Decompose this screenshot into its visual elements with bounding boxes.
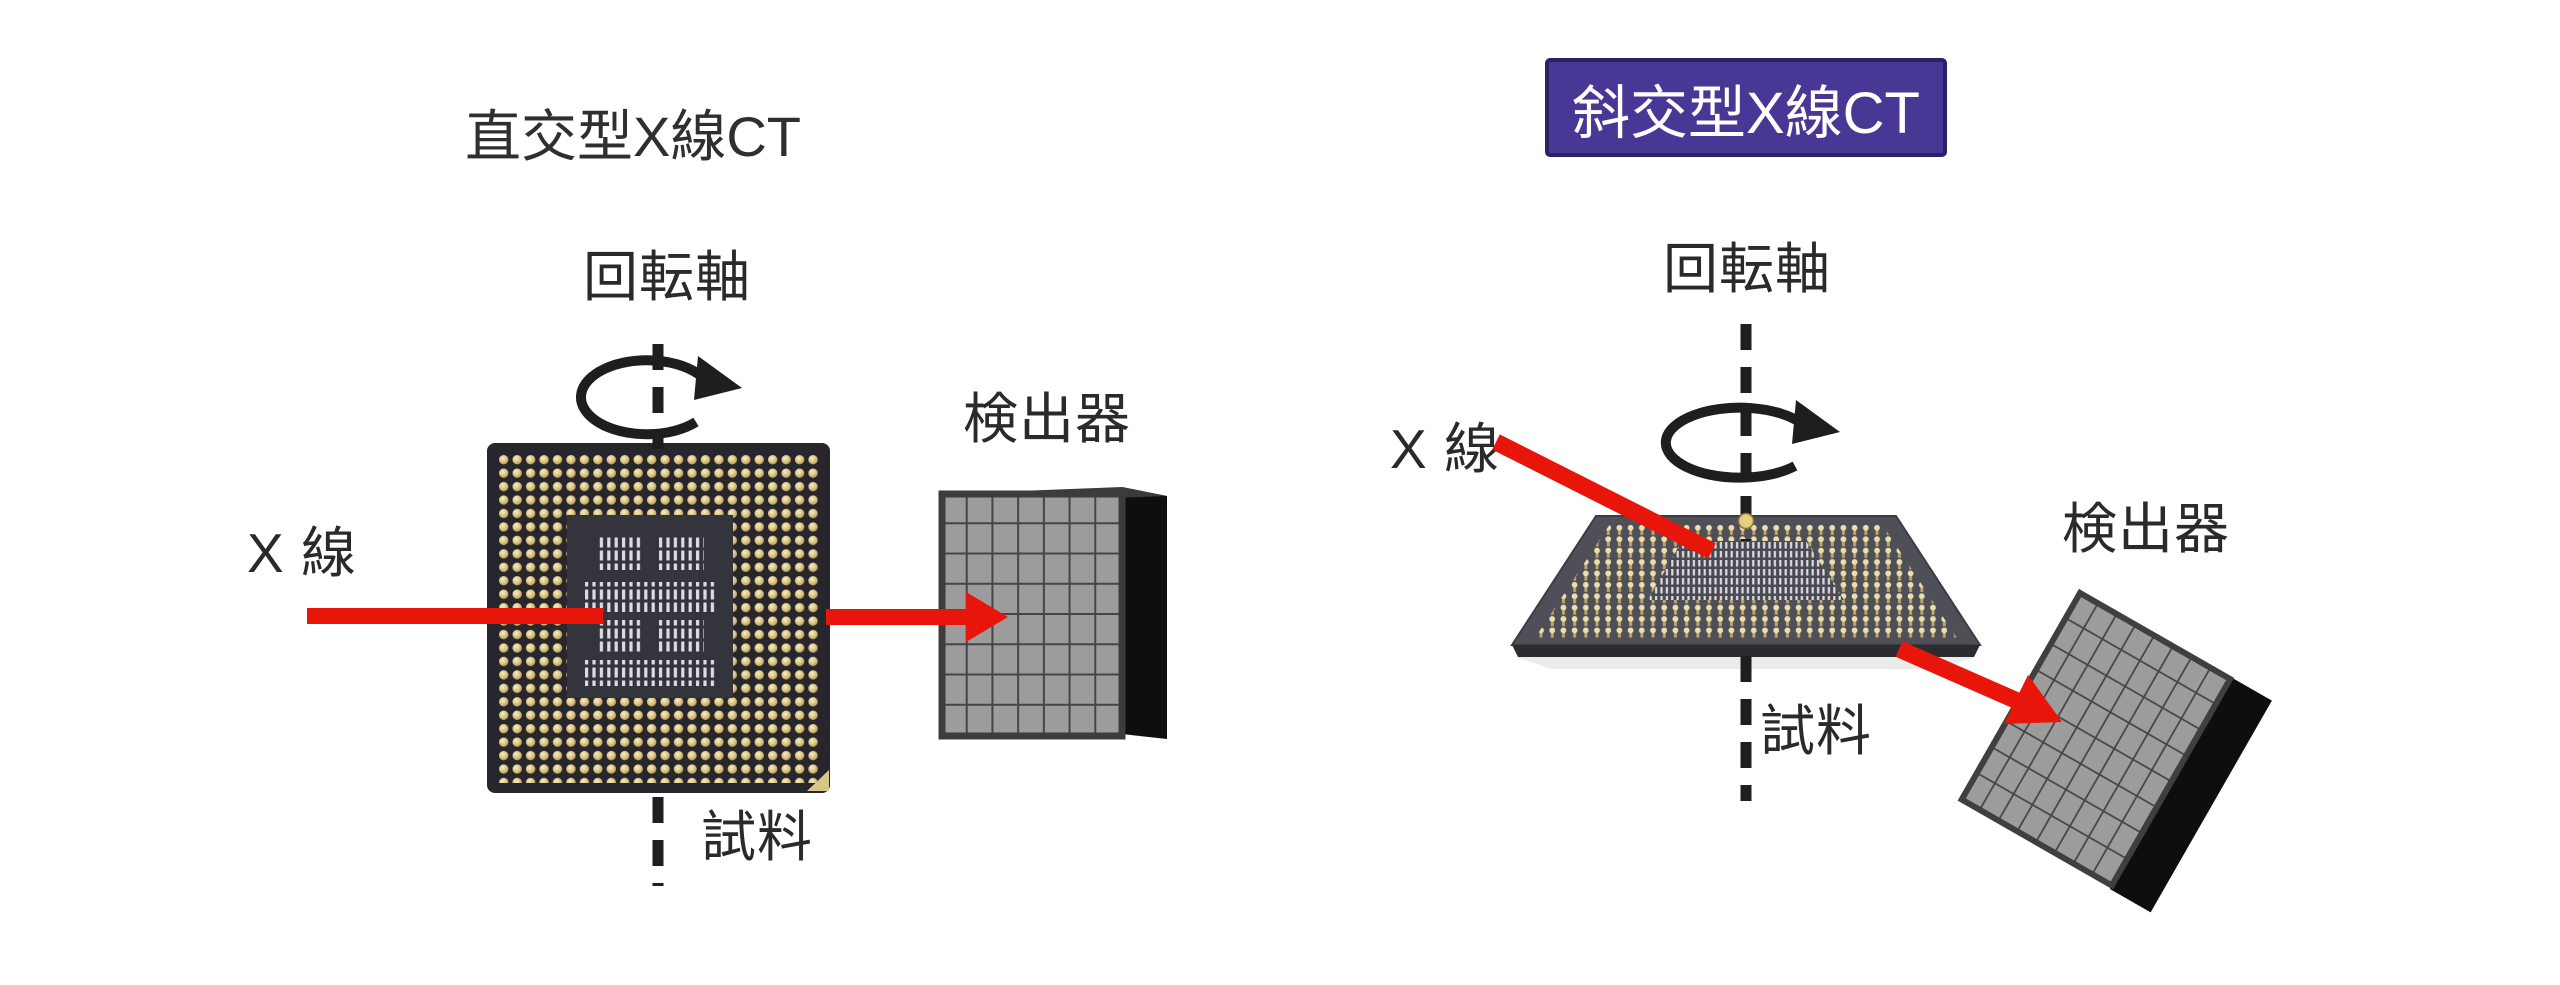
right-sample-label: 試料 [1760, 700, 1873, 762]
left-panel-title: 直交型X線CT [465, 105, 801, 168]
left-xray-beam-incoming [307, 608, 603, 624]
right-panel-title: 斜交型X線CT [1571, 80, 1920, 146]
right-detector [1957, 588, 2272, 913]
right-sample-chip [1510, 515, 1982, 669]
right-xray-beam-exiting [1895, 641, 2062, 724]
right-xray-beam-incoming [1492, 434, 1716, 559]
right-detector-label: 検出器 [2062, 498, 2231, 560]
right-rotation-axis [1737, 324, 1755, 801]
rotation-arrow-icon [1660, 400, 1840, 483]
left-xray-label: X 線 [247, 522, 357, 584]
left-sample-label: 試料 [701, 806, 814, 868]
right-xray-label: X 線 [1390, 418, 1500, 480]
right-panel-title-box: 斜交型X線CT [1545, 58, 1947, 157]
rotation-arrow-icon [575, 355, 742, 440]
left-detector-label: 検出器 [963, 388, 1132, 450]
left-rotation-axis-label: 回転軸 [583, 246, 752, 308]
right-rotation-axis-label: 回転軸 [1663, 238, 1832, 300]
left-xray-beam-exiting [826, 592, 1008, 642]
